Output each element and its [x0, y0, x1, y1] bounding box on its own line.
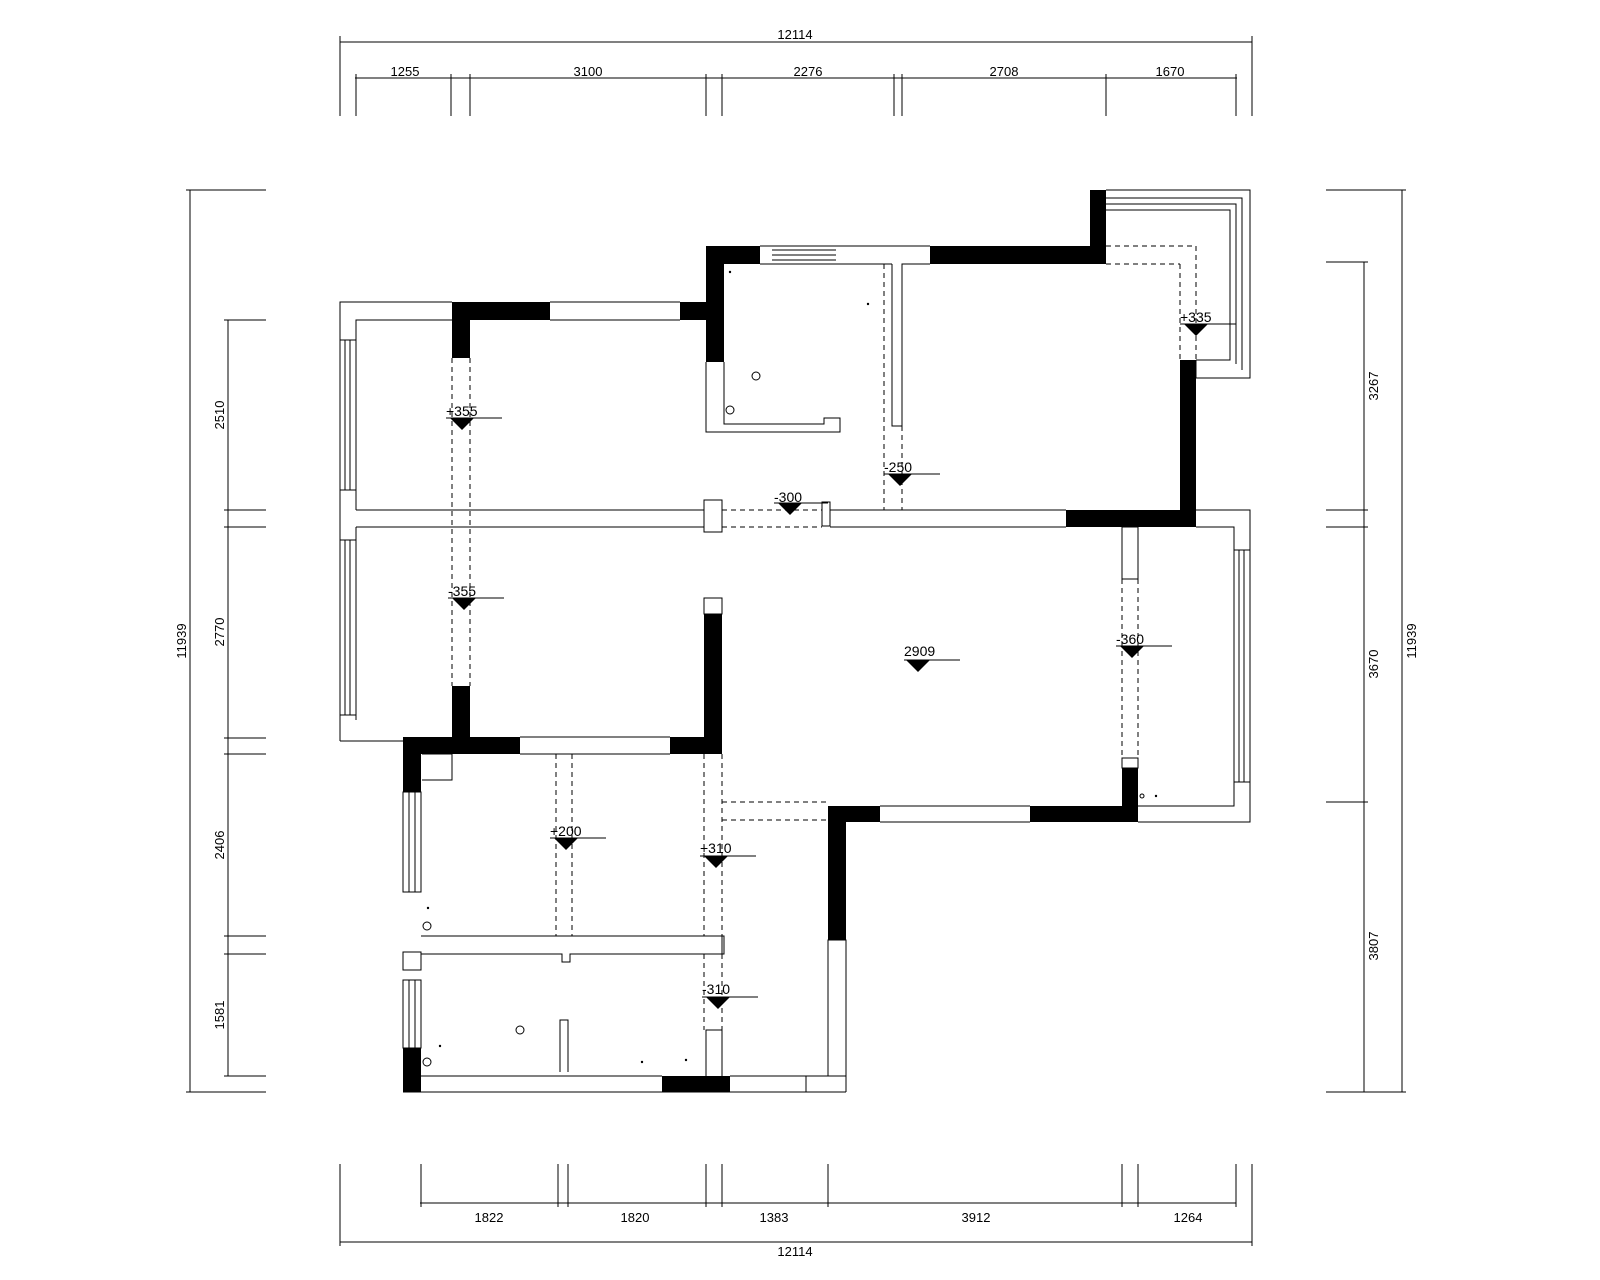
level-triangle-icon	[778, 503, 802, 515]
bottom-dimension-4: 3912	[962, 1210, 991, 1225]
bottom-dimensions: 12114 1822 1820 1383 3912 1264	[339, 1164, 1253, 1259]
left-dimension-4: 1581	[212, 1001, 227, 1030]
level-marker: +355	[446, 403, 502, 430]
left-dimension-2: 2770	[212, 618, 227, 647]
right-total-dimension: 11939	[1404, 623, 1419, 658]
level-marker: -250	[884, 459, 940, 486]
level-label-bath: -310	[702, 981, 730, 997]
level-label-balcony-top: +335	[1180, 309, 1212, 325]
level-triangle-icon	[1184, 324, 1208, 336]
level-markers: +355 -355 -300 -250 +335 2909	[446, 309, 1236, 1009]
level-label-living-left: -355	[448, 583, 476, 599]
floor-drain-icon	[422, 1057, 432, 1067]
top-dimensions: 12114 1255 3100 2276 2708 1670	[339, 27, 1253, 116]
left-total-dimension: 11939	[174, 623, 189, 658]
level-label-corridor: +310	[700, 840, 732, 856]
level-triangle-icon	[888, 474, 912, 486]
top-total-dimension: 12114	[777, 27, 812, 42]
level-marker: +335	[1180, 309, 1236, 336]
level-marker: -360	[1116, 631, 1172, 658]
floor-drain-icon	[725, 405, 735, 415]
level-marker: -310	[702, 981, 758, 1009]
fixtures	[422, 270, 1158, 1067]
right-dimensions: 11939 3267 3670 3807	[1326, 189, 1419, 1093]
floor-drain-icon	[515, 1025, 525, 1035]
left-dimension-1: 2510	[212, 401, 227, 430]
level-triangle-icon	[706, 997, 730, 1009]
level-label-dining: -250	[884, 459, 912, 475]
level-triangle-icon	[704, 856, 728, 868]
right-dimension-1: 3267	[1366, 372, 1381, 401]
wall-outlines	[339, 189, 1251, 1093]
level-triangle-icon	[450, 418, 474, 430]
level-marker: -300	[774, 489, 828, 515]
level-triangle-icon	[1120, 646, 1144, 658]
top-dimension-1: 1255	[391, 64, 420, 79]
top-dimension-5: 1670	[1156, 64, 1185, 79]
left-dimension-3: 2406	[212, 831, 227, 860]
right-dimension-2: 3670	[1366, 650, 1381, 679]
floor-drain-icon	[422, 921, 432, 931]
opening-lines	[451, 245, 1197, 1030]
bottom-dimension-1: 1822	[475, 1210, 504, 1225]
level-label-room-lower: +200	[550, 823, 582, 839]
level-label-living-main: 2909	[904, 643, 935, 659]
top-dimension-3: 2276	[794, 64, 823, 79]
structural-walls	[403, 190, 1196, 1092]
level-label-balcony-right: -360	[1116, 631, 1144, 647]
bottom-dimension-3: 1383	[760, 1210, 789, 1225]
left-dimensions: 11939 2510 2770 2406 1581	[174, 189, 266, 1093]
bottom-dimension-5: 1264	[1174, 1210, 1203, 1225]
top-dimension-4: 2708	[990, 64, 1019, 79]
level-label-bedroom: +355	[446, 403, 478, 419]
top-dimension-2: 3100	[574, 64, 603, 79]
level-triangle-icon	[554, 838, 578, 850]
level-marker: +200	[550, 823, 606, 850]
level-triangle-icon	[906, 660, 930, 672]
right-dimension-3: 3807	[1366, 932, 1381, 961]
bottom-dimension-2: 1820	[621, 1210, 650, 1225]
level-marker: -355	[448, 583, 504, 610]
level-label-kitchen: -300	[774, 489, 802, 505]
bottom-total-dimension: 12114	[777, 1244, 812, 1259]
level-triangle-icon	[452, 598, 476, 610]
level-marker: +310	[700, 840, 756, 868]
floor-drain-icon	[751, 371, 761, 381]
level-marker: 2909	[904, 643, 960, 672]
